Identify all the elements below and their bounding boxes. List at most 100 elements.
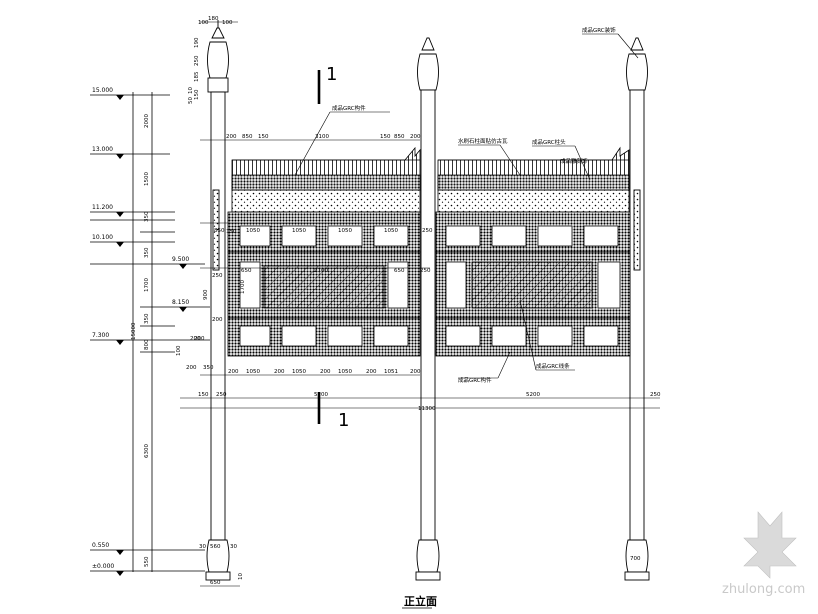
section-cut: 1 1	[317, 64, 349, 431]
dim-text: 250	[422, 228, 433, 234]
dim-text: 200	[212, 317, 223, 323]
dim-text: 250	[650, 392, 661, 398]
leader-notes: 成品GRC构件 水刷石柱面贴仿古瓦 成品GRC柱头 成品GRC装饰 成品GRC构…	[332, 26, 616, 384]
elev-15000: 15.000	[92, 87, 113, 94]
dim-text: 50	[188, 97, 194, 104]
dim-text: 1050	[384, 228, 398, 234]
dim-text: 150	[194, 89, 200, 100]
note-line: 成品GRC线条	[536, 362, 570, 370]
dim-1500: 1500	[144, 172, 150, 186]
dim-text: 100	[222, 20, 233, 26]
dim-text: 200	[194, 336, 205, 342]
middle-dim-texts: 1050 1050 1050 1050 850 650 2100 1700 65…	[214, 228, 433, 294]
dim-text: 250	[194, 55, 200, 66]
elevation-markers	[116, 95, 187, 576]
drawing-title: 正立面	[404, 594, 437, 608]
note-carving: 成品雕刻饰	[560, 157, 588, 165]
dim-text: 650	[210, 580, 221, 586]
elev-8150: 8.150	[172, 299, 189, 306]
dim-text: 200	[410, 369, 421, 375]
dim-15000: 15000	[131, 322, 137, 340]
dimension-lines	[180, 21, 660, 587]
elevation-staff	[90, 92, 210, 572]
staff-dims: 2000 1500 350 350 1700 350 800 6300 550 …	[131, 114, 209, 567]
dim-text: 200	[190, 336, 201, 342]
elev-9500: 9.500	[172, 256, 189, 263]
roof-band	[231, 146, 630, 213]
dim-text: 350	[203, 365, 214, 371]
dim-text: 30	[199, 544, 206, 550]
dim-text: 5200	[526, 392, 540, 398]
dim-text: 250	[216, 392, 227, 398]
dim-text: 560	[210, 544, 221, 550]
dim-text: 200	[228, 369, 239, 375]
elev-11200: 11.200	[92, 204, 113, 211]
dim-text: 1050	[292, 369, 306, 375]
lattice-lower	[227, 317, 631, 357]
dim-text: 185	[194, 71, 200, 82]
panels-middle	[227, 251, 631, 319]
dim-text: 1050	[246, 369, 260, 375]
dim-text: 100	[176, 345, 182, 356]
dim-text: 5200	[314, 392, 328, 398]
dim-text: 850	[214, 228, 225, 234]
dim-text: 100	[198, 20, 209, 26]
section-label-bottom: 1	[338, 410, 349, 431]
watermark-logo	[743, 511, 797, 579]
dim-text: 250	[212, 273, 223, 279]
dim-350a: 350	[144, 211, 150, 222]
dim-text: 30	[230, 544, 237, 550]
dim-900: 900	[203, 289, 209, 300]
dim-text: 850	[242, 134, 253, 140]
dim-text: 200	[410, 134, 421, 140]
dim-text: 1700	[240, 280, 246, 294]
column-left	[205, 20, 231, 581]
column-right	[624, 37, 650, 581]
small-labels: 150 250 200 200 200 100 200 350	[176, 229, 237, 371]
dim-350c: 350	[144, 313, 150, 324]
column-middle	[415, 37, 441, 581]
top-dim-texts: 100 180 100 250 190 185 150 10 50 200 85…	[188, 16, 421, 140]
lattice-upper	[227, 211, 631, 253]
leader-lines	[294, 33, 639, 379]
dim-text: 1051	[384, 369, 398, 375]
dim-text: 150	[380, 134, 391, 140]
dim-text: 250	[420, 268, 431, 274]
foot-dim-texts: 30 560 30 650 10 700	[199, 544, 641, 586]
elev-0000: ±0.000	[92, 563, 114, 570]
dim-text: 700	[630, 556, 641, 562]
note-cap: 成品GRC柱头	[532, 138, 566, 146]
dim-text: 150	[198, 392, 209, 398]
dim-text: 650	[394, 268, 405, 274]
elevation-labels: 15.000 13.000 11.200 10.100 9.500 8.150 …	[92, 87, 189, 570]
dim-text: 200	[366, 369, 377, 375]
dim-text: 11300	[418, 406, 436, 412]
dim-2000: 2000	[144, 114, 150, 128]
dim-text: 200	[320, 369, 331, 375]
dim-text: 200	[274, 369, 285, 375]
dim-text: 1050	[246, 228, 260, 234]
dim-text: 3100	[315, 134, 329, 140]
dim-350b: 350	[144, 247, 150, 258]
dim-text: 10	[188, 87, 194, 94]
dim-text: 2100	[314, 268, 328, 274]
elev-13000: 13.000	[92, 146, 113, 153]
dim-text: 10	[238, 573, 244, 580]
watermark-text: zhulong.com	[722, 582, 805, 597]
dim-text: 150	[258, 134, 269, 140]
note-top: 成品GRC构件	[332, 104, 366, 112]
dim-800: 800	[144, 339, 150, 350]
dim-1700: 1700	[144, 278, 150, 292]
elev-0550: 0.550	[92, 542, 109, 549]
dim-text: 1050	[338, 369, 352, 375]
note-finial: 成品GRC装饰	[582, 26, 616, 34]
dim-text: 200	[186, 365, 197, 371]
dim-text: 1050	[338, 228, 352, 234]
elev-10100: 10.100	[92, 234, 113, 241]
dim-text: 850	[394, 134, 405, 140]
dim-text: 150	[226, 229, 237, 235]
note-tile: 水刷石柱面贴仿古瓦	[458, 137, 508, 145]
note-component: 成品GRC构件	[458, 376, 492, 384]
elev-7300: 7.300	[92, 332, 109, 339]
